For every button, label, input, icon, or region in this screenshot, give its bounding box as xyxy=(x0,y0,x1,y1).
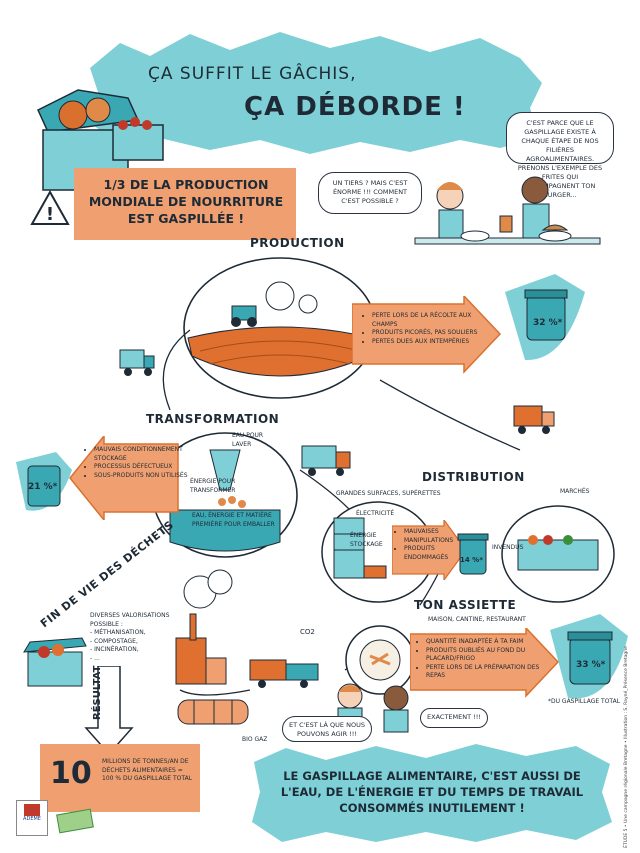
truck-icon xyxy=(301,445,351,476)
distribution-losses-list: MAUVAISES MANIPULATIONS PRODUITS ENDOMMA… xyxy=(396,528,458,562)
fin-de-vie-note: - COMPOSTAGE, xyxy=(90,637,138,645)
result-text: MILLIONS DE TONNES/AN DE DÉCHETS ALIMENT… xyxy=(102,758,193,782)
transformation-loss-item: MAUVAIS CONDITIONNEMENT STOCKAGE xyxy=(94,446,190,463)
fin-de-vie-notes: DIVERSES VALORISATIONS POSSIBLE : - MÉTH… xyxy=(90,612,170,663)
result-number: 10 xyxy=(50,756,92,791)
transformation-losses-list: MAUVAIS CONDITIONNEMENT STOCKAGE PROCESS… xyxy=(84,446,190,480)
kids-at-table-illustration xyxy=(414,176,601,245)
transformation-note: EAU, ÉNERGIE ET MATIÈRE PREMIÈRE POUR EM… xyxy=(192,512,275,528)
assiette-loss-item: PRODUITS OUBLIÉS AU FOND DU PLACARD/FRIG… xyxy=(426,647,550,664)
assiette-loss-item: PERTE LORS DE LA PRÉPARATION DES REPAS xyxy=(426,664,550,681)
distribution-note: ÉNERGIE STOCKAGE xyxy=(350,532,383,548)
biogaz-label: BIO GAZ xyxy=(242,736,268,743)
production-bin-percent: 32 %* xyxy=(533,318,563,328)
fin-de-vie-note: - MÉTHANISATION, xyxy=(90,629,146,636)
co2-label: CO2 xyxy=(300,628,315,636)
assiette-losses-list: QUANTITÉ INADAPTÉE À TA FAIM PRODUITS OU… xyxy=(416,638,550,681)
distribution-right-label: MARCHÉS xyxy=(560,488,590,495)
assiette-loss-item: QUANTITÉ INADAPTÉE À TA FAIM xyxy=(426,638,550,647)
production-loss-item: PRODUITS PICORÉS, PAS SOULIERS xyxy=(372,329,490,338)
resultat-arrow xyxy=(84,666,134,756)
bottom-right-speech-bubble: EXACTEMENT !!! xyxy=(420,708,488,728)
ademe-logo: ADEME xyxy=(16,800,48,836)
transformation-losses-arrow xyxy=(69,436,179,520)
assiette-losses-arrow xyxy=(410,628,560,698)
production-losses-list: PERTE LORS DE LA RÉCOLTE AUX CHAMPS PROD… xyxy=(362,312,490,346)
ademe-logo-text: ADEME xyxy=(23,816,41,822)
header-splash xyxy=(90,32,542,154)
assiette-sublabel: MAISON, CANTINE, RESTAURANT xyxy=(428,616,526,623)
waste-banner-text: 1/3 DE LA PRODUCTION MONDIALE DE NOURRIT… xyxy=(88,177,284,226)
production-field-illustration xyxy=(183,257,377,399)
overflowing-bin-illustration xyxy=(37,89,164,191)
distribution-bin xyxy=(457,533,489,575)
production-loss-item: PERTES DUES AUX INTEMPÉRIES xyxy=(372,338,490,347)
fin-de-vie-note: - ... xyxy=(90,654,100,662)
transformation-bin xyxy=(16,452,72,511)
distribution-loss-item: PRODUITS ENDOMMAGÉS xyxy=(404,545,458,562)
boy-speech-bubble: C'EST PARCE QUE LE GASPILLAGE EXISTE À C… xyxy=(506,112,614,199)
distribution-note: ÉLECTRICITÉ xyxy=(356,510,395,517)
assiette-bin xyxy=(550,614,628,699)
distribution-loss-item: MAUVAISES MANIPULATIONS xyxy=(404,528,458,545)
production-bin xyxy=(505,274,585,361)
result-box xyxy=(40,744,200,812)
transformation-factory-illustration xyxy=(152,432,298,558)
assiette-plate-illustration xyxy=(345,625,415,695)
transformation-label: TRANSFORMATION xyxy=(146,412,280,426)
waste-banner xyxy=(74,168,296,240)
production-losses-arrow xyxy=(352,296,502,374)
footer-splash xyxy=(252,744,612,842)
production-label: PRODUCTION xyxy=(250,236,345,250)
assiette-bin-percent: 33 %* xyxy=(576,660,606,670)
resultat-label: RÉSULTAT xyxy=(92,665,103,720)
title-line-1: ÇA SUFFIT LE GÂCHIS, xyxy=(148,64,357,84)
recycling-logo xyxy=(56,808,94,834)
assiette-footnote: *DU GASPILLAGE TOTAL xyxy=(548,698,621,705)
transformation-note: ÉNERGIE POUR TRANSFORMER xyxy=(190,478,236,494)
svg-text:!: ! xyxy=(46,204,54,225)
transformation-bin-percent: 21 %* xyxy=(28,482,58,492)
distribution-left-label: GRANDES SURFACES, SUPÉRETTES xyxy=(336,490,441,497)
transformation-loss-item: PROCESSUS DÉFECTUEUX xyxy=(94,463,190,472)
transformation-note: EAU POUR LAVER xyxy=(232,432,264,448)
incineration-plant-illustration xyxy=(175,569,319,688)
bottom-left-speech-bubble: ET C'EST LÀ QUE NOUS POUVONS AGIR !!! xyxy=(282,716,372,742)
invendus-label: INVENDUS xyxy=(492,544,524,551)
waste-bin-illustration xyxy=(23,637,87,687)
footer-message: LE GASPILLAGE ALIMENTAIRE, C'EST AUSSI D… xyxy=(280,769,584,815)
distribution-label: DISTRIBUTION xyxy=(422,470,525,484)
truck-icon xyxy=(513,405,555,434)
truck-icon xyxy=(119,349,155,376)
distribution-losses-arrow xyxy=(392,520,467,580)
side-credit: ÉTUDE 5 • Une campagne régionale Bretagn… xyxy=(624,646,629,848)
distribution-bin-percent: 14 %* xyxy=(460,556,483,564)
title-line-2: ÇA DÉBORDE ! xyxy=(244,92,466,122)
assiette-label: TON ASSIETTE xyxy=(414,598,517,612)
fin-de-vie-note: - INCINÉRATION, xyxy=(90,646,139,653)
biogaz-tanks-illustration xyxy=(177,699,249,725)
production-loss-item: PERTE LORS DE LA RÉCOLTE AUX CHAMPS xyxy=(372,312,490,329)
transformation-loss-item: SOUS-PRODUITS NON UTILISÉS xyxy=(94,472,190,481)
warning-icon: ! xyxy=(30,190,70,225)
fin-de-vie-note: DIVERSES VALORISATIONS POSSIBLE : xyxy=(90,612,170,628)
girl-speech-bubble: UN TIERS ? MAIS C'EST ÉNORME !!! COMMENT… xyxy=(318,172,422,214)
